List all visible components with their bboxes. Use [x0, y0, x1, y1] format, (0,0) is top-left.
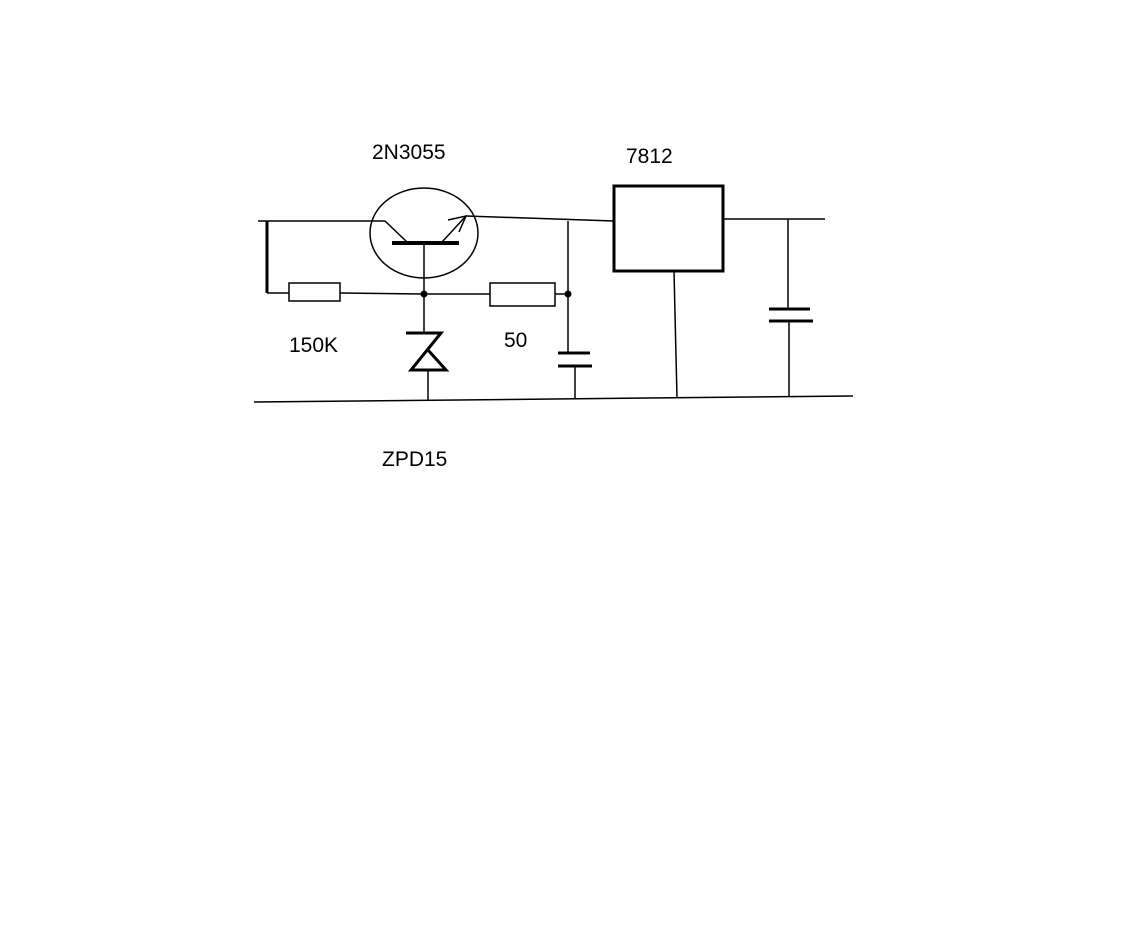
regulator-label: 7812 — [626, 145, 673, 168]
regulator-ground-lead — [673, 270, 678, 399]
resistor-150k-label: 150K — [289, 334, 339, 357]
resistor-50 — [489, 282, 556, 307]
regulator-7812 — [612, 184, 725, 273]
zener-label: ZPD15 — [382, 448, 448, 471]
emitter-output-wire — [465, 215, 615, 222]
ground-rail — [253, 395, 854, 403]
zener-diode-zpd15 — [406, 294, 450, 400]
transistor-emitter-lead — [441, 215, 467, 243]
resistor-50-label: 50 — [504, 329, 528, 352]
r1-right-wire — [339, 292, 424, 295]
resistor-150k — [288, 282, 341, 302]
capacitor-c2 — [769, 307, 813, 323]
transistor-label: 2N3055 — [372, 141, 446, 164]
transistor-2n3055 — [369, 187, 479, 294]
capacitor-c1 — [558, 351, 592, 368]
transistor-collector-lead — [384, 220, 408, 243]
